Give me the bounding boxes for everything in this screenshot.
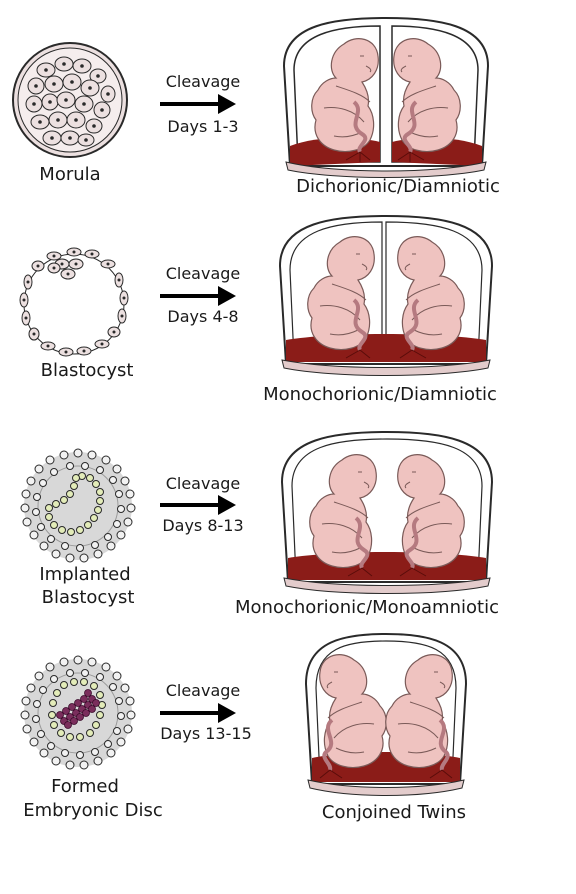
arrow-bottom-label-1: Days 1-3	[167, 117, 239, 136]
arrow-top-label-2: Cleavage	[165, 264, 241, 283]
embryo-label-disc-line2: Embryonic Disc	[23, 800, 163, 821]
arrow-4	[160, 703, 236, 723]
arrow-bottom-label-4: Days 13-15	[160, 724, 252, 743]
embryo-label-implanted-line1: Implanted	[39, 564, 131, 585]
blastocyst-illustration	[19, 247, 129, 357]
embryo-label-morula: Morula	[39, 164, 101, 185]
arrow-3	[160, 495, 236, 515]
embryo-label-disc-line1: Formed	[51, 776, 119, 797]
morula-illustration	[12, 42, 128, 158]
embryo-label-blastocyst: Blastocyst	[40, 360, 134, 381]
arrow-bottom-label-2: Days 4-8	[167, 307, 239, 326]
formed-embryonic-disc-illustration	[20, 655, 136, 770]
arrow-bottom-label-3: Days 8-13	[162, 516, 244, 535]
result-label-1: Dichorionic/Diamniotic	[296, 176, 500, 197]
arrow-top-label-4: Cleavage	[165, 681, 241, 700]
monochorionic-monoamniotic-illustration	[280, 430, 494, 594]
arrow-2	[160, 286, 236, 306]
implanted-blastocyst-illustration	[20, 448, 136, 563]
conjoined-twins-illustration	[304, 632, 468, 796]
arrow-top-label-1: Cleavage	[165, 72, 241, 91]
embryo-label-implanted-line2: Blastocyst	[41, 587, 135, 608]
result-label-2: Monochorionic/Diamniotic	[263, 384, 497, 405]
result-label-3: Monochorionic/Monoamniotic	[235, 597, 499, 618]
dichorionic-diamniotic-illustration	[282, 16, 490, 178]
arrow-1	[160, 94, 236, 114]
arrow-top-label-3: Cleavage	[165, 474, 241, 493]
monochorionic-diamniotic-illustration	[278, 214, 494, 376]
result-label-4: Conjoined Twins	[321, 802, 467, 823]
